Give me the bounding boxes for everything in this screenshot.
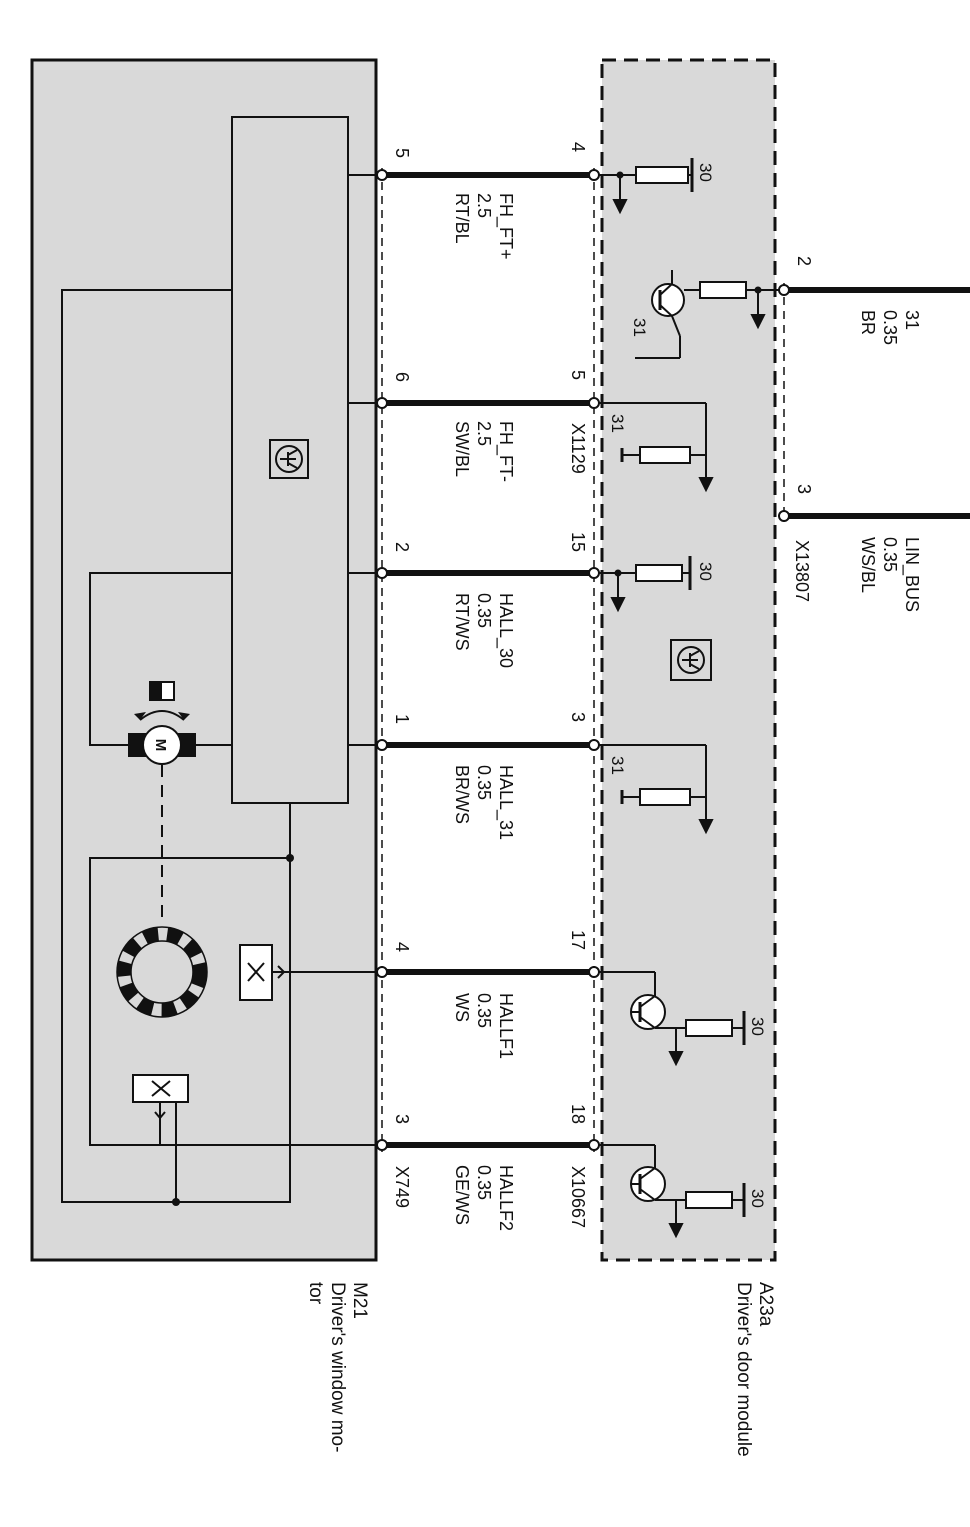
motor-internal-wiring xyxy=(61,174,382,1203)
supply-labels: 30 31 31 30 31 30 30 xyxy=(608,163,767,1208)
motor-pin-3: 3 xyxy=(392,1114,412,1124)
module-transistor-icon xyxy=(670,639,712,681)
ext-wire-0-signal: 31 xyxy=(902,310,922,330)
lin-transistor xyxy=(635,270,784,359)
supply-30-c: 30 xyxy=(748,1017,767,1036)
module-pin-labels: 4 5 15 3 17 18 xyxy=(568,142,588,1124)
pulldown-resistor-5 xyxy=(594,402,714,493)
ext-pin-2: 2 xyxy=(794,256,814,266)
pulldown-resistor-3 xyxy=(594,744,714,835)
connector-x749: X749 xyxy=(392,1166,412,1208)
supply-30-a: 30 xyxy=(696,163,715,182)
supply-30-d: 30 xyxy=(748,1189,767,1208)
wire-5-gauge: 0.35 xyxy=(474,1165,494,1200)
connector-bracket xyxy=(381,168,785,1152)
svg-text:M: M xyxy=(152,739,169,752)
wire-3-signal: HALL_31 xyxy=(495,765,516,840)
wire-1-color: SW/BL xyxy=(452,421,472,477)
connector-labels: X1129 X13807 X749 X10667 xyxy=(392,423,812,1228)
connector-x10667: X10667 xyxy=(568,1166,588,1228)
module-pin-3: 3 xyxy=(568,712,588,722)
module-pin-15: 15 xyxy=(568,532,588,552)
ext-wire-0-gauge: 0.35 xyxy=(880,310,900,345)
supply-31-a: 31 xyxy=(630,318,649,337)
ext-pin-3: 3 xyxy=(794,484,814,494)
wire-5-signal: HALLF2 xyxy=(496,1165,516,1231)
harness-wires xyxy=(386,172,970,1148)
module-pin-4: 4 xyxy=(568,142,588,152)
connector-x1129: X1129 xyxy=(568,423,588,474)
wire-1-signal: FH_FT- xyxy=(495,421,516,482)
module-id: A23a xyxy=(755,1282,776,1327)
wire-2-signal: HALL_30 xyxy=(495,593,516,668)
motor-pin-2: 2 xyxy=(392,542,412,552)
wire-5-color: GE/WS xyxy=(452,1165,472,1225)
module-pin-5: 5 xyxy=(568,370,588,380)
motor-pin-5: 5 xyxy=(392,148,412,158)
motor-icon: M xyxy=(128,681,196,765)
wire-4-gauge: 0.35 xyxy=(474,993,494,1028)
motor-m21-box: M xyxy=(30,58,382,1262)
magnet-ring-icon xyxy=(116,926,208,1018)
supply-31-b: 31 xyxy=(608,414,627,433)
motor-pin-4: 4 xyxy=(392,942,412,952)
pullup-resistor-4 xyxy=(594,158,694,215)
connector-x13807: X13807 xyxy=(792,540,812,602)
door-module-a23a-box xyxy=(594,58,784,1262)
ext-wire-1-gauge: 0.35 xyxy=(880,537,900,572)
module-name: Driver's door module xyxy=(733,1282,754,1457)
motor-name-line1: Driver's window mo- xyxy=(327,1282,348,1452)
module-pin-17: 17 xyxy=(568,930,588,950)
motor-pin-6: 6 xyxy=(392,372,412,382)
wire-0-gauge: 2.5 xyxy=(474,193,494,218)
ext-wire-0-color: BR xyxy=(858,310,878,335)
hall-sensor-2-icon xyxy=(132,1074,189,1120)
wire-3-color: BR/WS xyxy=(452,765,472,824)
wire-1-gauge: 2.5 xyxy=(474,421,494,446)
supply-30-b: 30 xyxy=(696,562,715,581)
supply-31-c: 31 xyxy=(608,756,627,775)
wire-4-color: WS xyxy=(452,993,472,1022)
electronics-transistor-icon xyxy=(269,439,309,479)
wire-description-labels: FH_FT+ 2.5 RT/BL FH_FT- 2.5 SW/BL HALL_3… xyxy=(452,193,922,1231)
wire-2-color: RT/WS xyxy=(452,593,472,651)
ext-wire-1-color: WS/BL xyxy=(858,537,878,593)
wire-2-gauge: 0.35 xyxy=(474,593,494,628)
hall-transistor-17 xyxy=(594,971,746,1067)
module-pin-18: 18 xyxy=(568,1104,588,1124)
hall-sensor-1-icon xyxy=(239,944,286,1001)
motor-id: M21 xyxy=(349,1282,370,1319)
motor-pin-1: 1 xyxy=(392,714,412,724)
motor-pin-labels: 5 6 2 1 4 3 xyxy=(392,148,412,1124)
wire-3-gauge: 0.35 xyxy=(474,765,494,800)
pin-contacts xyxy=(376,169,790,1151)
hall-transistor-18 xyxy=(594,1144,746,1239)
wire-4-signal: HALLF1 xyxy=(496,993,516,1059)
component-captions: M21 Driver's window mo- tor A23a Driver'… xyxy=(305,1282,776,1457)
wire-0-color: RT/BL xyxy=(452,193,472,244)
ext-wire-1-signal: LIN_BUS xyxy=(901,537,922,612)
motor-name-line2: tor xyxy=(305,1282,326,1305)
wire-0-signal: FH_FT+ xyxy=(495,193,516,260)
